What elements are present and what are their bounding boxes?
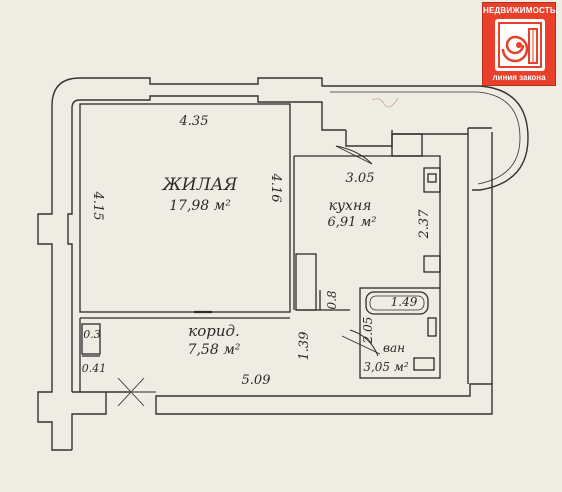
top-outer-wall	[51, 77, 330, 107]
entrance-mark	[117, 377, 145, 407]
kitchen-outline	[294, 155, 441, 288]
living-room-area: 17,98 м²	[169, 198, 231, 214]
balcony-outer	[330, 85, 529, 191]
dim-kitchen-top: 3.05	[346, 171, 375, 186]
left-inner-wall	[67, 108, 73, 392]
pencil-doodle	[371, 97, 399, 108]
logo-top-text: НЕДВИЖИМОСТЬ	[483, 6, 556, 15]
bathtub-inner	[369, 295, 425, 311]
bathroom-outline	[359, 287, 441, 379]
balcony-inner	[330, 91, 521, 185]
dim-living-left: 4.15	[90, 191, 105, 221]
stove-burner	[427, 173, 437, 183]
dim-bath-top: 1.49	[391, 295, 418, 309]
corridor	[79, 290, 350, 407]
left-outer-wall	[37, 106, 72, 451]
dim-corridor-bottom: 5.09	[242, 373, 271, 388]
dim-living-top: 4.35	[179, 114, 209, 129]
dim-living-right: 4.16	[268, 173, 283, 203]
stove	[423, 167, 441, 193]
kitchen-door-leaf	[335, 145, 373, 165]
kitchen-name: кухня	[329, 198, 372, 214]
dim-corridor-side: 1.39	[297, 332, 312, 361]
bath-door-leaf	[341, 335, 381, 355]
logo-emblem-icon	[495, 19, 545, 71]
dim-kitchen-right: 2.37	[417, 209, 432, 240]
sink	[423, 255, 441, 273]
bottom-left-block	[71, 391, 107, 450]
niche-closet	[81, 323, 101, 355]
corridor-name: корид.	[188, 322, 240, 340]
dim-niche-a: 0.3	[83, 328, 101, 341]
bathroom-area: 3,05 м²	[363, 360, 408, 374]
kitchen-door-arc	[335, 145, 373, 165]
kitchen-area: 6,91 м²	[327, 215, 376, 230]
top-inner-wall	[71, 95, 346, 131]
logo-bottom-text: линия закона	[492, 73, 546, 82]
dim-niche-b: 0.41	[82, 362, 107, 375]
living-room-outline	[79, 103, 291, 313]
bathroom	[341, 287, 441, 379]
dim-kitchen-door: 0.8	[325, 290, 339, 309]
bathroom-name: ван	[383, 341, 405, 355]
corridor-area: 7,58 м²	[188, 342, 241, 358]
living-room	[79, 103, 291, 313]
living-room-name: ЖИЛАЯ	[162, 175, 238, 195]
toilet	[413, 357, 435, 371]
walls	[37, 77, 529, 451]
washbasin	[427, 317, 437, 337]
bathtub	[365, 291, 429, 315]
kitchen	[293, 145, 441, 311]
agency-logo: НЕДВИЖИМОСТЬ линия закона	[482, 2, 556, 86]
dim-bath-side: 2.05	[361, 317, 375, 345]
